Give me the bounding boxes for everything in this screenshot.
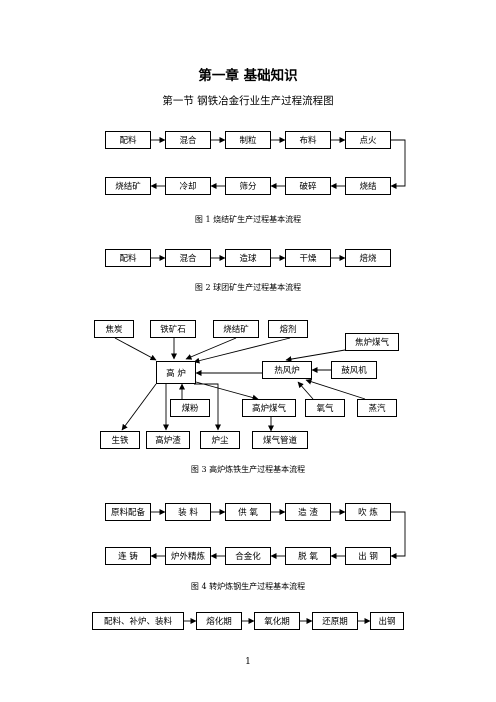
fig3-output-pig-iron: 生铁	[100, 431, 140, 449]
fig2-caption: 图 2 球团矿生产过程基本流程	[194, 283, 302, 292]
fig3-blast-furnace: 高 炉	[156, 361, 196, 384]
fig1-step-cooling: 冷却	[165, 177, 211, 195]
fig4-step-slagging: 造 渣	[285, 503, 331, 521]
fig3-caption: 图 3 高炉炼铁生产过程基本流程	[190, 465, 306, 474]
fig1-step-sinter: 烧结矿	[105, 177, 151, 195]
fig4-step-casting: 连 铸	[105, 547, 151, 565]
fig4-step-tapping: 出 钢	[345, 547, 391, 565]
fig3-steam: 蒸汽	[357, 399, 397, 417]
fig2-step-batching: 配料	[105, 249, 151, 267]
fig3-oxygen: 氧气	[305, 399, 345, 417]
fig3-output-slag: 高炉渣	[146, 431, 190, 449]
fig3-pulverized-coal: 煤粉	[170, 399, 210, 417]
fig4-caption: 图 4 转炉炼钢生产过程基本流程	[190, 582, 306, 591]
fig1-step-screening: 筛分	[225, 177, 271, 195]
fig2-step-mixing: 混合	[165, 249, 211, 267]
fig1-caption: 图 1 烧结矿生产过程基本流程	[194, 215, 302, 224]
fig3-bf-gas: 高炉煤气	[242, 399, 296, 417]
fig3-output-dust: 炉尘	[200, 431, 240, 449]
fig3-input-iron-ore: 铁矿石	[150, 320, 196, 338]
fig4-step-charging: 装 料	[165, 503, 211, 521]
fig4-step-raw-material: 原料配备	[105, 503, 151, 521]
fig1-step-sintering: 烧结	[345, 177, 391, 195]
fig1-step-batching: 配料	[105, 131, 151, 149]
section-subtitle: 第一节 钢铁冶金行业生产过程流程图	[162, 95, 334, 107]
fig5-step-tapping: 出钢	[370, 612, 404, 630]
fig3-input-coke: 焦炭	[94, 320, 134, 338]
fig4-step-refining: 炉外精炼	[165, 547, 211, 565]
fig2-step-roasting: 焙烧	[345, 249, 391, 267]
fig3-input-flux: 熔剂	[268, 320, 308, 338]
fig1-step-crushing: 破碎	[285, 177, 331, 195]
fig5-step-charging: 配料、补炉、装料	[92, 612, 184, 630]
chapter-title: 第一章 基础知识	[198, 68, 298, 84]
fig4-step-oxygen-supply: 供 氧	[225, 503, 271, 521]
fig5-step-melting: 熔化期	[196, 612, 242, 630]
fig3-hot-stove: 热风炉	[262, 361, 312, 379]
fig1-step-ignition: 点火	[345, 131, 391, 149]
fig4-step-blowing: 吹 炼	[345, 503, 391, 521]
fig3-coke-oven-gas: 焦炉煤气	[345, 333, 399, 351]
fig2-step-balling: 造球	[225, 249, 271, 267]
fig1-step-mixing: 混合	[165, 131, 211, 149]
page-number: 1	[245, 657, 251, 667]
fig3-output-gas-pipeline: 煤气管道	[252, 431, 308, 449]
fig5-step-oxidation: 氧化期	[254, 612, 300, 630]
fig4-step-deoxidation: 脱 氧	[285, 547, 331, 565]
fig2-step-drying: 干燥	[285, 249, 331, 267]
fig1-step-feeding: 布料	[285, 131, 331, 149]
fig5-step-reduction: 还原期	[312, 612, 358, 630]
fig3-blower: 鼓风机	[331, 361, 377, 379]
fig4-step-alloying: 合金化	[225, 547, 271, 565]
fig1-step-pelletizing: 制粒	[225, 131, 271, 149]
fig3-input-sinter: 烧结矿	[213, 320, 259, 338]
